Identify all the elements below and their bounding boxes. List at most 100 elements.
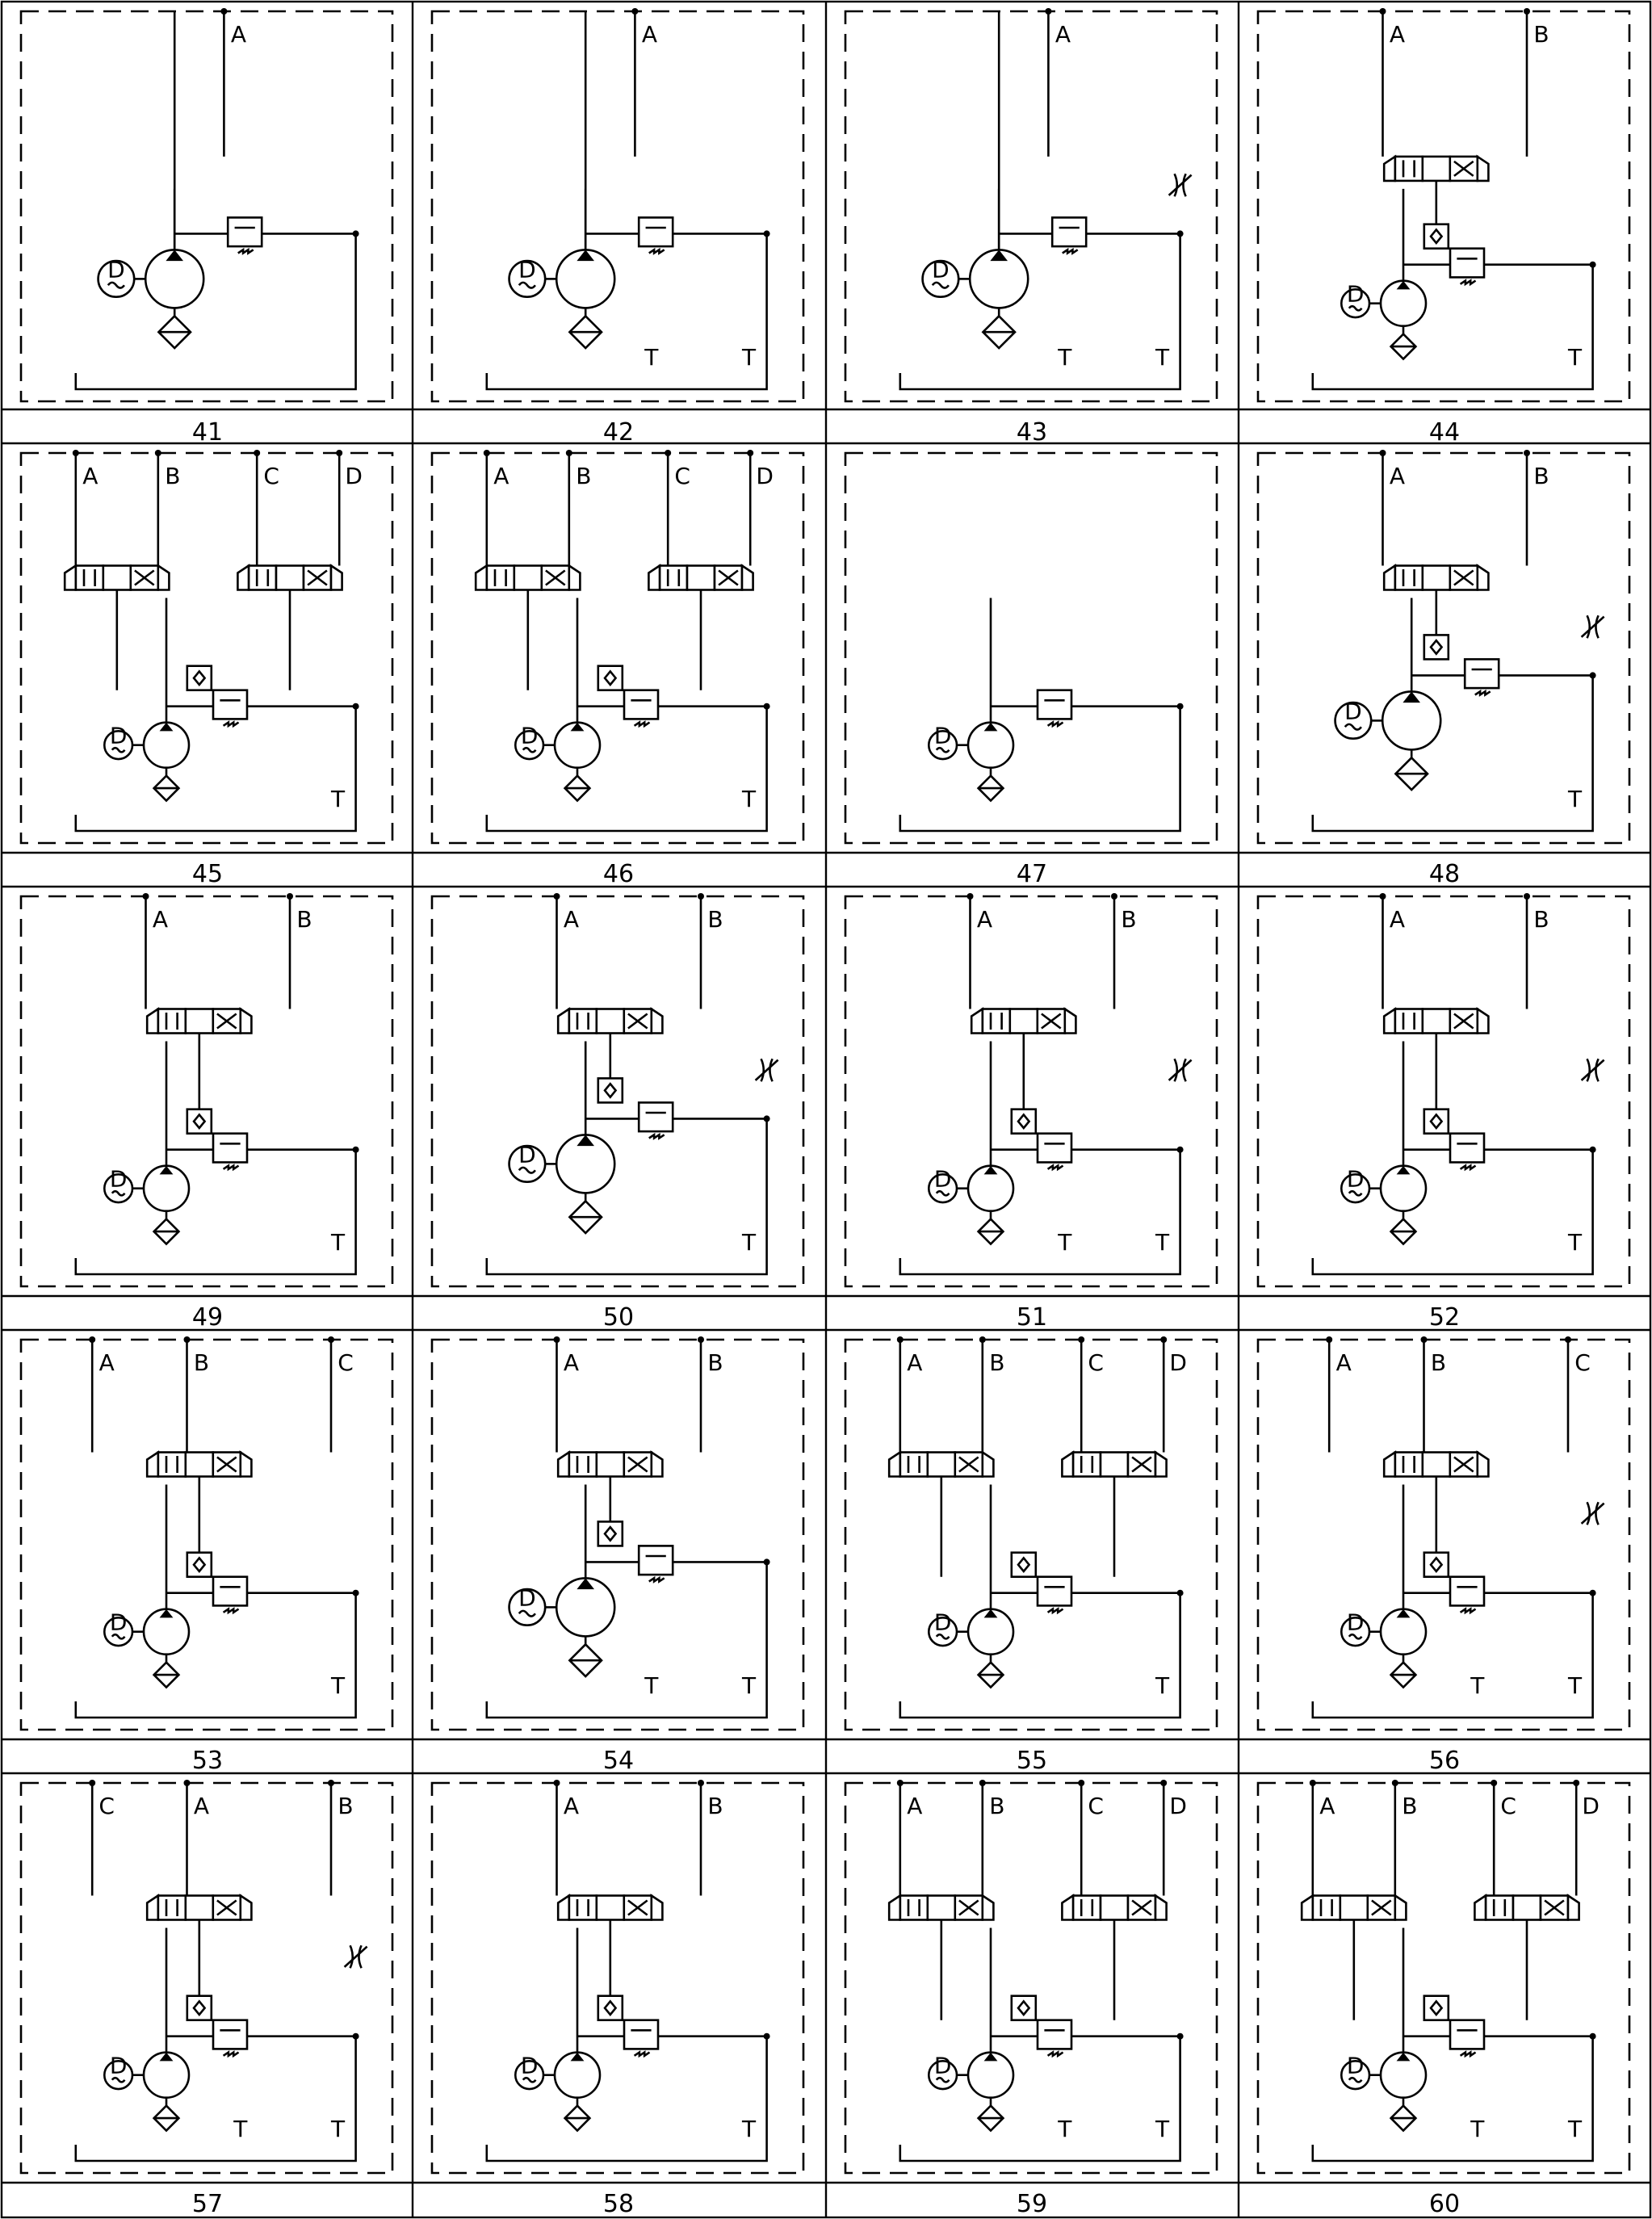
junction-dot xyxy=(1524,8,1530,15)
port-label-a: A xyxy=(153,906,168,933)
diagram-number: 42 xyxy=(603,418,634,447)
junction-dot xyxy=(1078,1780,1085,1786)
motor-label: D xyxy=(107,256,125,283)
port-label-t: T xyxy=(741,344,757,371)
motor-label: D xyxy=(934,1609,952,1636)
pump-arrow-icon xyxy=(1396,280,1411,290)
port-label-d: D xyxy=(1169,1793,1187,1819)
throttle-icon xyxy=(1586,1058,1600,1082)
motor-wave-icon xyxy=(1348,2076,1363,2083)
hydraulic-line xyxy=(485,815,768,833)
port-label-t: T xyxy=(1057,1229,1072,1256)
diagram-number: 43 xyxy=(1017,418,1047,447)
relief-valve-icon xyxy=(1449,247,1486,279)
pump-arrow-icon xyxy=(159,722,174,732)
port-label-t: T xyxy=(330,1672,346,1699)
solenoid-icon xyxy=(474,564,488,591)
hydraulic-line xyxy=(1371,1899,1392,1916)
port-label-t: T xyxy=(741,1229,757,1256)
port-label-t: T xyxy=(1155,2116,1170,2142)
valve-envelope xyxy=(1421,1008,1452,1034)
junction-dot xyxy=(698,1780,704,1786)
junction-dot xyxy=(1589,261,1596,268)
motor-label: D xyxy=(1347,281,1365,308)
pump-arrow-icon xyxy=(983,2052,998,2062)
solenoid-icon xyxy=(1382,1450,1397,1478)
assembly-boundary xyxy=(844,895,1218,1288)
junction-dot xyxy=(1589,1589,1596,1596)
valve-envelope xyxy=(595,1451,626,1478)
hydraulic-line xyxy=(74,2145,357,2162)
junction-dot xyxy=(352,230,359,237)
solenoid-icon xyxy=(239,1450,253,1478)
pump-arrow-icon xyxy=(159,1165,174,1175)
valve-envelope xyxy=(1421,1451,1452,1478)
spring-icon xyxy=(648,1132,665,1140)
throttle-icon xyxy=(349,1944,363,1969)
port-label-a: A xyxy=(1319,1793,1335,1819)
port-label-b: B xyxy=(1533,463,1549,489)
valve-envelope xyxy=(568,1894,598,1921)
relief-valve-icon xyxy=(637,216,674,248)
solenoid-icon xyxy=(1154,1894,1168,1921)
hydraulic-line xyxy=(899,1701,1181,1719)
diagram-number: 41 xyxy=(192,418,223,447)
port-label-a: A xyxy=(1390,906,1405,933)
port-label-c: C xyxy=(1500,1793,1516,1819)
throttle-icon xyxy=(1586,1501,1600,1525)
solenoid-icon xyxy=(650,1450,664,1478)
junction-dot xyxy=(352,2032,359,2040)
solenoid-icon xyxy=(1382,564,1397,591)
motor-label: D xyxy=(1347,2053,1365,2079)
valve-envelope xyxy=(981,1008,1012,1034)
motor-label: D xyxy=(934,2053,952,2079)
diagram-number: 49 xyxy=(192,1303,223,1332)
port-label-c: C xyxy=(1088,1793,1104,1819)
port-label-b: B xyxy=(1121,906,1136,933)
throttle-icon xyxy=(1173,1058,1187,1082)
assembly-boundary xyxy=(19,10,394,403)
junction-dot xyxy=(698,893,704,900)
port-label-t: T xyxy=(1567,786,1583,812)
diagram-number: 44 xyxy=(1429,418,1460,447)
solenoid-icon xyxy=(1063,1007,1077,1034)
valve-envelope xyxy=(184,1894,215,1921)
port-label-b: B xyxy=(707,1793,723,1819)
motor-label: D xyxy=(518,256,536,283)
hydraulic-line xyxy=(899,1258,1181,1276)
valve-envelope xyxy=(157,1451,187,1478)
spring-icon xyxy=(1046,2050,1064,2058)
junction-dot xyxy=(1176,230,1184,237)
valve-envelope xyxy=(485,564,516,591)
port-label-b: B xyxy=(338,1793,353,1819)
valve-envelope xyxy=(1394,1008,1424,1034)
motor-wave-icon xyxy=(1348,1189,1363,1197)
port-label-t: T xyxy=(330,2116,346,2142)
solenoid-icon xyxy=(1476,564,1490,591)
junction-dot xyxy=(89,1336,96,1343)
pump-arrow-icon xyxy=(1396,2052,1411,2062)
port-label-d: D xyxy=(1582,1793,1600,1819)
valve-envelope xyxy=(184,1451,215,1478)
relief-valve-icon xyxy=(212,689,249,720)
port-label-d: D xyxy=(345,463,363,489)
relief-valve-icon xyxy=(1449,1132,1486,1164)
junction-dot xyxy=(142,893,149,900)
motor-label: D xyxy=(518,1584,536,1611)
pump-arrow-icon xyxy=(159,2052,174,2062)
port-label-t: T xyxy=(1567,2116,1583,2142)
relief-valve-icon xyxy=(1449,1575,1486,1607)
assembly-boundary xyxy=(844,1781,1218,2175)
valve-envelope xyxy=(157,1894,187,1921)
junction-dot xyxy=(1524,893,1530,900)
valve-envelope xyxy=(74,564,105,591)
junction-dot xyxy=(1420,1336,1428,1343)
junction-dot xyxy=(1160,1780,1168,1786)
relief-valve-icon xyxy=(226,216,263,248)
